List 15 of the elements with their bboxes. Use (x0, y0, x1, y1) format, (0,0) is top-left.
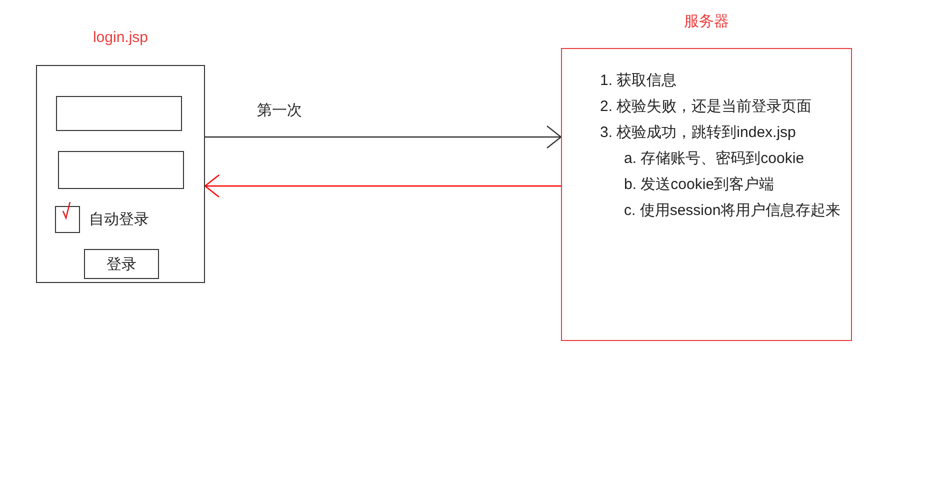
input-field (56, 96, 182, 131)
list-item-text: a. 存储账号、密码到cookie (624, 149, 804, 168)
input-field (58, 151, 184, 189)
login-button: 登录 (84, 249, 159, 279)
list-item-text: b. 发送cookie到客户端 (624, 175, 774, 194)
list-item-text: 1. 获取信息 (600, 71, 677, 90)
arrow (204, 174, 561, 198)
checkbox-label: 自动登录 (89, 210, 149, 229)
arrow (205, 125, 562, 149)
heading-text: 服务器 (683, 12, 730, 31)
edge-label: 第一次 (257, 101, 302, 120)
list-item-text: 3. 校验成功，跳转到index.jsp (600, 123, 796, 142)
list-item-text: c. 使用session将用户信息存起来 (624, 201, 841, 220)
list-item-text: 2. 校验失败，还是当前登录页面 (600, 97, 812, 116)
heading-text: login.jsp (92, 29, 150, 46)
